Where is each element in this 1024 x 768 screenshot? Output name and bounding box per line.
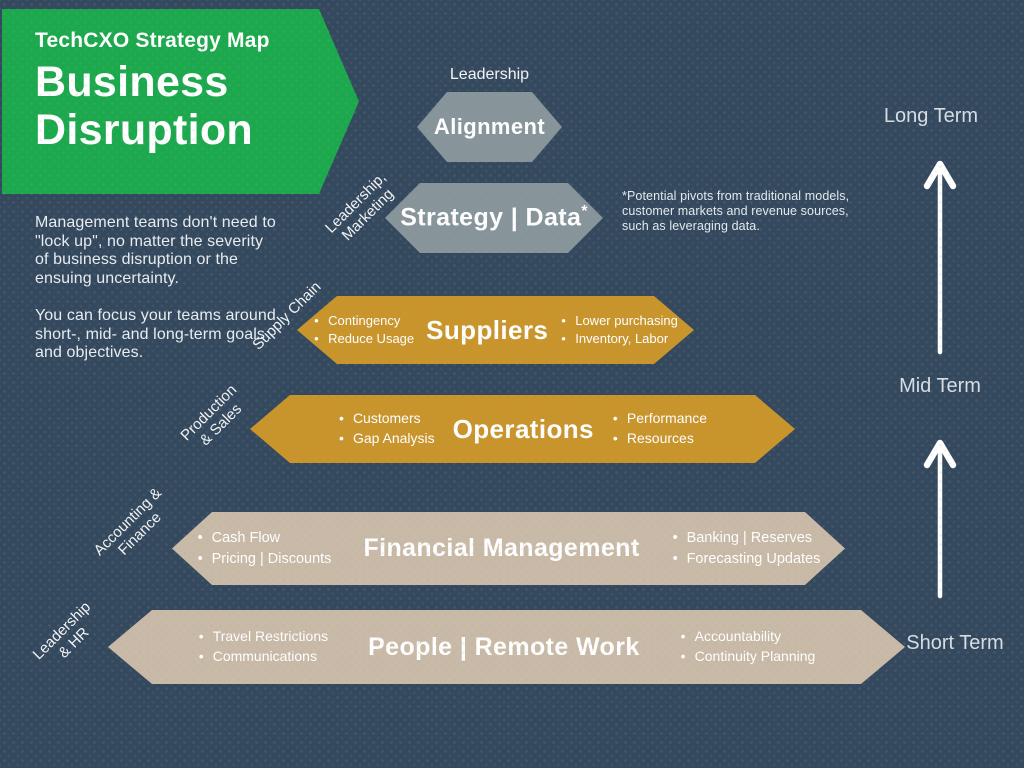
- suppliers-right-bullets: Lower purchasing Inventory, Labor: [560, 312, 678, 348]
- financial-right-bullets: Banking | Reserves Forecasting Updates: [672, 528, 821, 569]
- category-label-production-sales: Production & Sales: [177, 381, 246, 450]
- category-label-leadership-hr: Leadership & HR: [29, 598, 95, 664]
- list-item: Gap Analysis: [338, 429, 435, 449]
- bar-financial-management: Cash Flow Pricing | Discounts Financial …: [172, 512, 845, 585]
- list-item: Reduce Usage: [313, 330, 414, 348]
- people-right-bullets: Accountability Continuity Planning: [680, 627, 816, 666]
- list-item: Continuity Planning: [680, 647, 816, 667]
- bar-strategy-data: Strategy | Data*: [385, 183, 603, 253]
- title-asterisk: *: [581, 203, 588, 221]
- bar-strategy-title: Strategy | Data*: [400, 203, 588, 232]
- category-label-leadership: Leadership: [449, 66, 530, 83]
- list-item: Performance: [612, 409, 707, 429]
- list-item: Pricing | Discounts: [197, 549, 332, 569]
- bar-financial-title: Financial Management: [363, 534, 640, 562]
- category-label-accounting-finance: Accounting & Finance: [90, 484, 166, 560]
- bar-people-title: People | Remote Work: [368, 632, 640, 661]
- category-label-leadership-marketing: Leadership, Marketing: [322, 169, 398, 245]
- financial-left-bullets: Cash Flow Pricing | Discounts: [197, 528, 332, 569]
- operations-left-bullets: Customers Gap Analysis: [338, 409, 435, 448]
- page-title: Business Disruption: [35, 58, 253, 155]
- title-banner: TechCXO Strategy Map Business Disruption: [2, 9, 359, 194]
- bar-operations-title: Operations: [452, 413, 594, 444]
- timeline-label-short-term: Short Term: [906, 632, 1004, 654]
- timeline-label-long-term: Long Term: [883, 105, 979, 127]
- operations-right-bullets: Performance Resources: [612, 409, 707, 448]
- intro-paragraph-1: Management teams don't need to "lock up"…: [35, 214, 276, 287]
- list-item: Cash Flow: [197, 528, 332, 548]
- list-item: Communications: [198, 647, 328, 667]
- intro-paragraph-2: You can focus your teams around short-, …: [35, 307, 276, 362]
- bar-people-remote-work: Travel Restrictions Communications Peopl…: [108, 610, 905, 684]
- list-item: Inventory, Labor: [560, 330, 678, 348]
- banner-kicker: TechCXO Strategy Map: [35, 29, 270, 52]
- list-item: Contingency: [313, 312, 414, 330]
- bar-alignment: Alignment: [417, 92, 562, 162]
- up-arrow-icon: [923, 160, 957, 355]
- timeline-label-mid-term: Mid Term: [899, 375, 981, 397]
- list-item: Customers: [338, 409, 435, 429]
- list-item: Accountability: [680, 627, 816, 647]
- footnote-annotation: *Potential pivots from traditional model…: [622, 189, 850, 233]
- bar-operations: Customers Gap Analysis Operations Perfor…: [250, 395, 795, 463]
- list-item: Travel Restrictions: [198, 627, 328, 647]
- suppliers-left-bullets: Contingency Reduce Usage: [313, 312, 414, 348]
- bar-suppliers-title: Suppliers: [426, 314, 549, 345]
- list-item: Forecasting Updates: [672, 549, 821, 569]
- up-arrow-icon: [923, 439, 957, 599]
- bar-suppliers: Contingency Reduce Usage Suppliers Lower…: [297, 296, 694, 364]
- list-item: Resources: [612, 429, 707, 449]
- list-item: Lower purchasing: [560, 312, 678, 330]
- people-left-bullets: Travel Restrictions Communications: [198, 627, 328, 666]
- list-item: Banking | Reserves: [672, 528, 821, 548]
- bar-alignment-title: Alignment: [433, 114, 546, 139]
